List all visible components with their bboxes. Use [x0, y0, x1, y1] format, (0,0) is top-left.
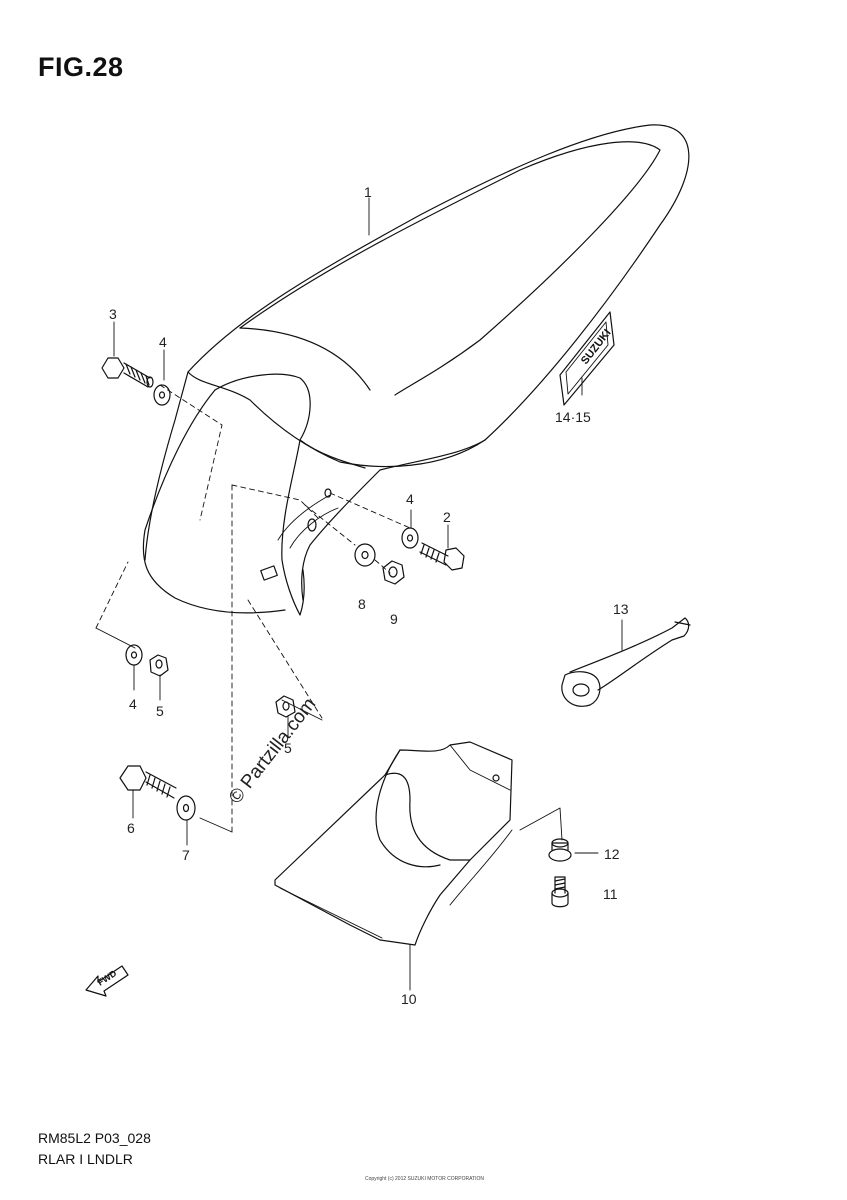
assembly-guide-lines	[95, 384, 563, 841]
fender-strap-13	[561, 617, 691, 707]
mud-flap-10	[274, 741, 513, 946]
callout-5-left: 5	[156, 703, 164, 719]
callout-6: 6	[127, 820, 135, 836]
bolt-3	[101, 357, 154, 388]
callout-11: 11	[603, 886, 618, 902]
leader-lines	[113, 197, 623, 991]
callout-4-top: 4	[159, 334, 167, 350]
screw-11	[551, 876, 569, 908]
fwd-arrow: FWD	[85, 965, 129, 997]
callout-9: 9	[390, 611, 398, 627]
callout-8: 8	[358, 596, 366, 612]
washer-7	[176, 795, 196, 821]
nut-5-left	[149, 654, 169, 677]
callout-2: 2	[443, 509, 451, 525]
bolt-2	[419, 542, 465, 571]
callout-7: 7	[182, 847, 190, 863]
nut-5-lower	[275, 695, 296, 718]
callout-4-middle: 4	[406, 491, 414, 507]
bolt-6	[119, 765, 177, 799]
callout-3: 3	[109, 306, 117, 322]
washer-8	[354, 543, 376, 567]
callout-10: 10	[401, 991, 417, 1007]
callout-13: 13	[613, 601, 629, 617]
washer-4-bottom	[125, 644, 143, 666]
figure-name: RLAR I LNDLR	[38, 1151, 133, 1167]
figure-title: FIG.28	[38, 52, 124, 82]
callout-4-bottom: 4	[129, 696, 137, 712]
washer-4-top	[153, 384, 171, 406]
washer-4-middle	[401, 527, 419, 549]
nut-9	[382, 560, 405, 585]
callout-1: 1	[364, 184, 372, 200]
callout-5-lower: 5	[284, 740, 292, 756]
rear-fender	[142, 124, 690, 616]
callout-12: 12	[604, 846, 620, 862]
callout-14-15: 14·15	[555, 409, 591, 425]
copyright-notice: Copyright (c) 2012 SUZUKI MOTOR CORPORAT…	[365, 1176, 485, 1182]
figure-code: RM85L2 P03_028	[38, 1130, 151, 1146]
decal-text: SUZUKI	[579, 327, 614, 367]
nut-12	[548, 838, 572, 862]
